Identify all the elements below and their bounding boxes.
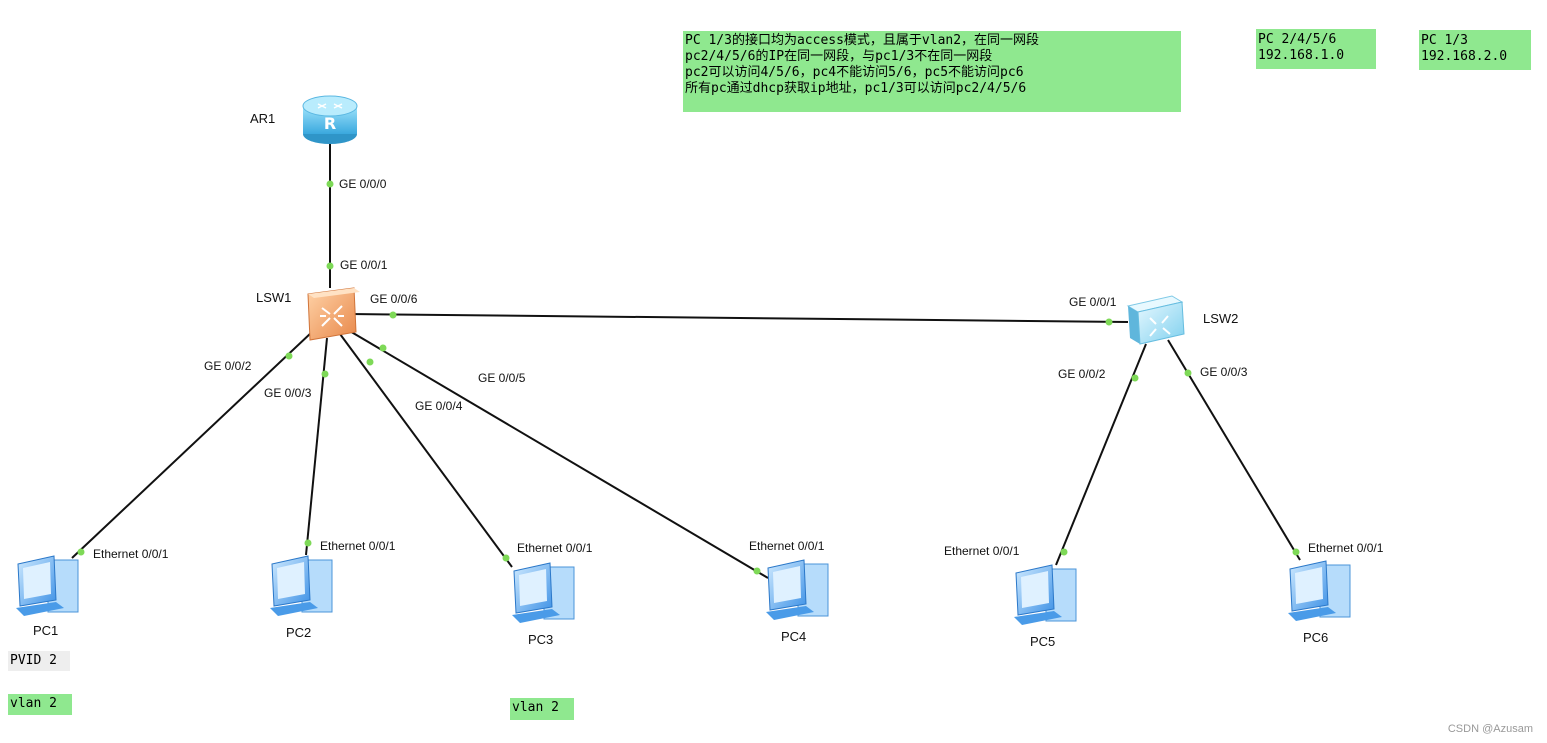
- device-label-pc6: PC6: [1303, 630, 1329, 645]
- pc1-icon[interactable]: [16, 555, 79, 616]
- port-label-lsw1-ge001: GE 0/0/1: [340, 258, 388, 272]
- port-label-lsw2-ge001: GE 0/0/1: [1069, 295, 1117, 309]
- port-dot-lsw2-ge003[interactable]: [1184, 369, 1192, 377]
- pc5-icon[interactable]: [1014, 564, 1077, 625]
- link-lsw1-lsw2: [349, 313, 1129, 323]
- pc2-icon[interactable]: [270, 555, 333, 616]
- port-dot-lsw1-ge003[interactable]: [321, 370, 329, 378]
- port-dot-pc2-eth[interactable]: [304, 539, 312, 547]
- port-dot-lsw2-ge001[interactable]: [1105, 318, 1113, 326]
- port-dot-lsw1-ge005[interactable]: [379, 344, 387, 352]
- port-dot-lsw1-ge004[interactable]: [366, 358, 374, 366]
- port-dot-ar1-ge000[interactable]: [326, 180, 334, 188]
- vlan-note-pc3[interactable]: vlan 2: [510, 698, 574, 720]
- port-dot-pc4-eth[interactable]: [753, 567, 761, 575]
- device-label-ar1: AR1: [250, 111, 276, 126]
- port-label-lsw1-ge003: GE 0/0/3: [264, 386, 312, 400]
- note-line: 192.168.1.0: [1258, 48, 1345, 63]
- device-label-pc5: PC5: [1030, 634, 1056, 649]
- port-dot-pc3-eth[interactable]: [502, 554, 510, 562]
- network-note-a[interactable]: PC 2/4/5/6 192.168.1.0: [1256, 29, 1376, 69]
- port-dot-lsw2-ge002[interactable]: [1131, 374, 1139, 382]
- port-dot-lsw1-ge001[interactable]: [326, 262, 334, 270]
- port-label-lsw1-ge005: GE 0/0/5: [478, 371, 526, 385]
- svg-text:R: R: [324, 114, 336, 133]
- device-label-pc3: PC3: [528, 632, 554, 647]
- port-label-lsw2-ge002: GE 0/0/2: [1058, 367, 1106, 381]
- vlan-note-pc1[interactable]: vlan 2: [8, 694, 72, 715]
- port-label-lsw1-ge002: GE 0/0/2: [204, 359, 252, 373]
- port-label-pc5-eth: Ethernet 0/0/1: [944, 544, 1020, 558]
- link-lsw1-pc3: [339, 333, 513, 568]
- link-lsw1-pc1: [71, 331, 313, 559]
- link-lsw1-pc4: [347, 329, 769, 579]
- link-lsw1-pc2: [305, 337, 328, 556]
- pvid-note[interactable]: PVID 2: [8, 651, 70, 671]
- port-label-pc4-eth: Ethernet 0/0/1: [749, 539, 825, 553]
- note-line: PC 1/3的接口均为access模式，且属于vlan2，在同一网段: [685, 33, 1040, 48]
- network-note-b[interactable]: PC 1/3 192.168.2.0: [1419, 30, 1531, 70]
- port-dot-lsw1-ge002[interactable]: [285, 352, 293, 360]
- port-label-ar1-ge000: GE 0/0/0: [339, 177, 387, 191]
- port-dot-pc6-eth[interactable]: [1292, 548, 1300, 556]
- link-lsw2-pc6: [1167, 339, 1301, 561]
- note-line: pc2可以访问4/5/6，pc4不能访问5/6，pc5不能访问pc6: [685, 65, 1024, 80]
- port-dot-pc1-eth[interactable]: [77, 548, 85, 556]
- router-icon[interactable]: R: [302, 95, 358, 144]
- port-dot-lsw1-ge006[interactable]: [389, 311, 397, 319]
- port-label-pc2-eth: Ethernet 0/0/1: [320, 539, 396, 553]
- pc6-icon[interactable]: [1288, 560, 1351, 621]
- note-line: PC 1/3: [1421, 33, 1468, 48]
- link-lsw2-pc5: [1055, 343, 1147, 566]
- requirements-note[interactable]: PC 1/3的接口均为access模式，且属于vlan2，在同一网段 pc2/4…: [683, 31, 1181, 112]
- note-line: 所有pc通过dhcp获取ip地址，pc1/3可以访问pc2/4/5/6: [685, 81, 1027, 96]
- access-switch-icon[interactable]: [1126, 295, 1185, 345]
- device-label-pc2: PC2: [286, 625, 312, 640]
- device-label-pc4: PC4: [781, 629, 807, 644]
- note-line: pc2/4/5/6的IP在同一网段，与pc1/3不在同一网段: [685, 49, 993, 64]
- device-label-lsw2: LSW2: [1203, 311, 1239, 326]
- core-switch-icon[interactable]: [307, 287, 360, 341]
- pc3-icon[interactable]: [512, 562, 575, 623]
- note-line: 192.168.2.0: [1421, 49, 1508, 64]
- port-label-pc1-eth: Ethernet 0/0/1: [93, 547, 169, 561]
- port-label-lsw1-ge004: GE 0/0/4: [415, 399, 463, 413]
- watermark: CSDN @Azusam: [1447, 723, 1533, 735]
- device-label-lsw1: LSW1: [256, 290, 292, 305]
- port-dot-pc5-eth[interactable]: [1060, 548, 1068, 556]
- port-label-pc6-eth: Ethernet 0/0/1: [1308, 541, 1384, 555]
- port-label-lsw1-ge006: GE 0/0/6: [370, 292, 418, 306]
- port-label-pc3-eth: Ethernet 0/0/1: [517, 541, 593, 555]
- note-line: PC 2/4/5/6: [1258, 32, 1337, 47]
- pc4-icon[interactable]: [766, 559, 829, 620]
- port-label-lsw2-ge003: GE 0/0/3: [1200, 365, 1248, 379]
- device-label-pc1: PC1: [33, 623, 59, 638]
